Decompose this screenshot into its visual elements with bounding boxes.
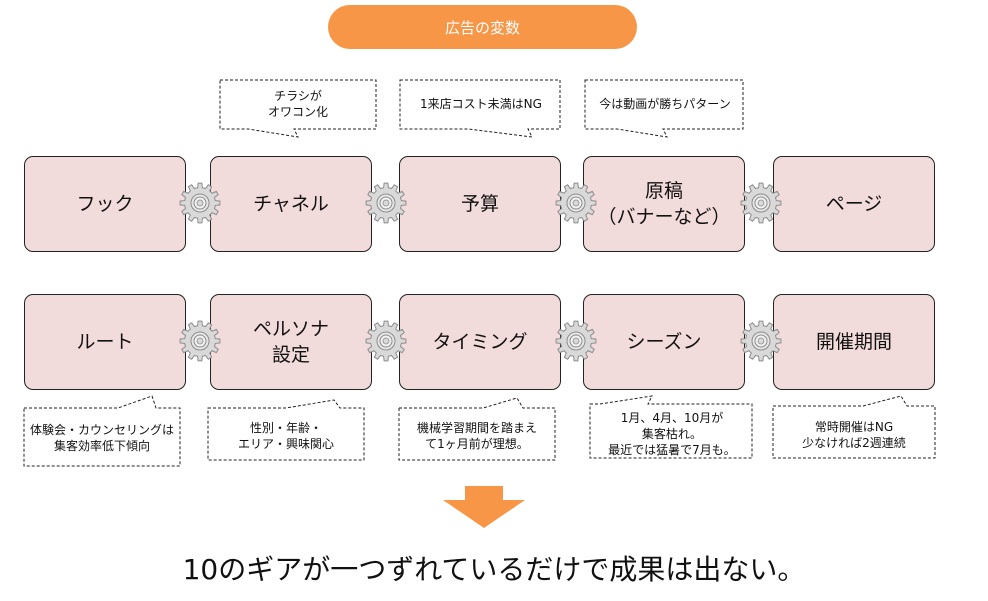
gear-icon [740,320,782,362]
variable-box-budget: 予算 [399,156,561,252]
gear-icon [179,182,221,224]
gear-icon [365,320,407,362]
callout-text-persona: 性別・年齢・ エリア・興味関心 [237,421,334,451]
variable-box-creative: 原稿 （バナーなど） [583,156,745,252]
gear-icon [365,182,407,224]
callout-text-timing: 機械学習期間を踏まえ て1ヶ月前が理想。 [416,421,537,451]
gear-icon [555,320,597,362]
variable-box-timing: タイミング [399,294,561,390]
callout-text-budget: 1来店コスト未満はNG [420,97,542,111]
callout-text-season: 1月、4月、10月が 集客枯れ。 最近では猛暑で7月も。 [608,411,736,457]
callout-season [589,395,753,459]
gear-icon [179,320,221,362]
gear-icon [555,182,597,224]
callout-persona [207,399,365,461]
callout-route [23,395,181,467]
variable-box-channel: チャネル [210,156,372,252]
callout-creative [584,79,744,138]
gear-icon [740,182,782,224]
callout-text-creative: 今は動画が勝ちパターン [599,97,731,111]
callout-text-channel: チラシが オワコン化 [267,89,328,119]
variable-box-hook: フック [24,156,186,252]
callout-budget [399,79,561,138]
variable-box-route: ルート [24,294,186,390]
conclusion-text: 10のギアが一つずれているだけで成果は出ない。 [182,553,806,586]
title-banner: 広告の変数 [328,5,637,49]
variable-box-season: シーズン [583,294,745,390]
variable-box-persona: ペルソナ 設定 [210,294,372,390]
callout-text-route: 体験会・カウンセリングは 集客効率低下傾向 [29,423,174,453]
variable-box-page: ページ [773,156,935,252]
callout-duration [772,395,936,459]
variable-box-duration: 開催期間 [773,294,935,390]
callout-channel [219,79,377,138]
callout-timing [398,397,556,461]
title-text: 広告の変数 [444,18,520,37]
arrow-down-icon [443,486,525,528]
callout-text-duration: 常時開催はNG 少なければ2週連続 [802,420,906,450]
